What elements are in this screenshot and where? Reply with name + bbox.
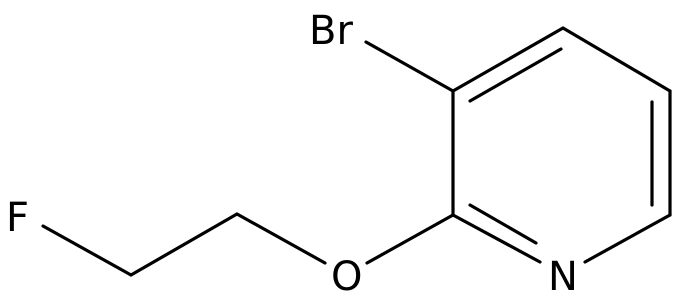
bond-o-ch2 [235,212,327,265]
atom-label-f: F [6,195,29,241]
bond-n-c2-inner [468,203,538,245]
bond-c3-c4-inner [468,47,563,103]
atom-label-o: O [331,254,362,300]
atom-label-br: Br [309,8,353,54]
bond-ch2-ch2 [129,212,239,277]
bond-n-c2 [451,213,542,264]
atom-label-n: N [548,254,578,300]
bond-c3-br [364,40,455,93]
bond-ch2-f [41,224,133,277]
bond-c2-o [365,213,455,265]
bond-c3-c4 [451,26,565,93]
bond-c6-n [583,213,672,264]
bond-c4-c5 [561,26,672,93]
